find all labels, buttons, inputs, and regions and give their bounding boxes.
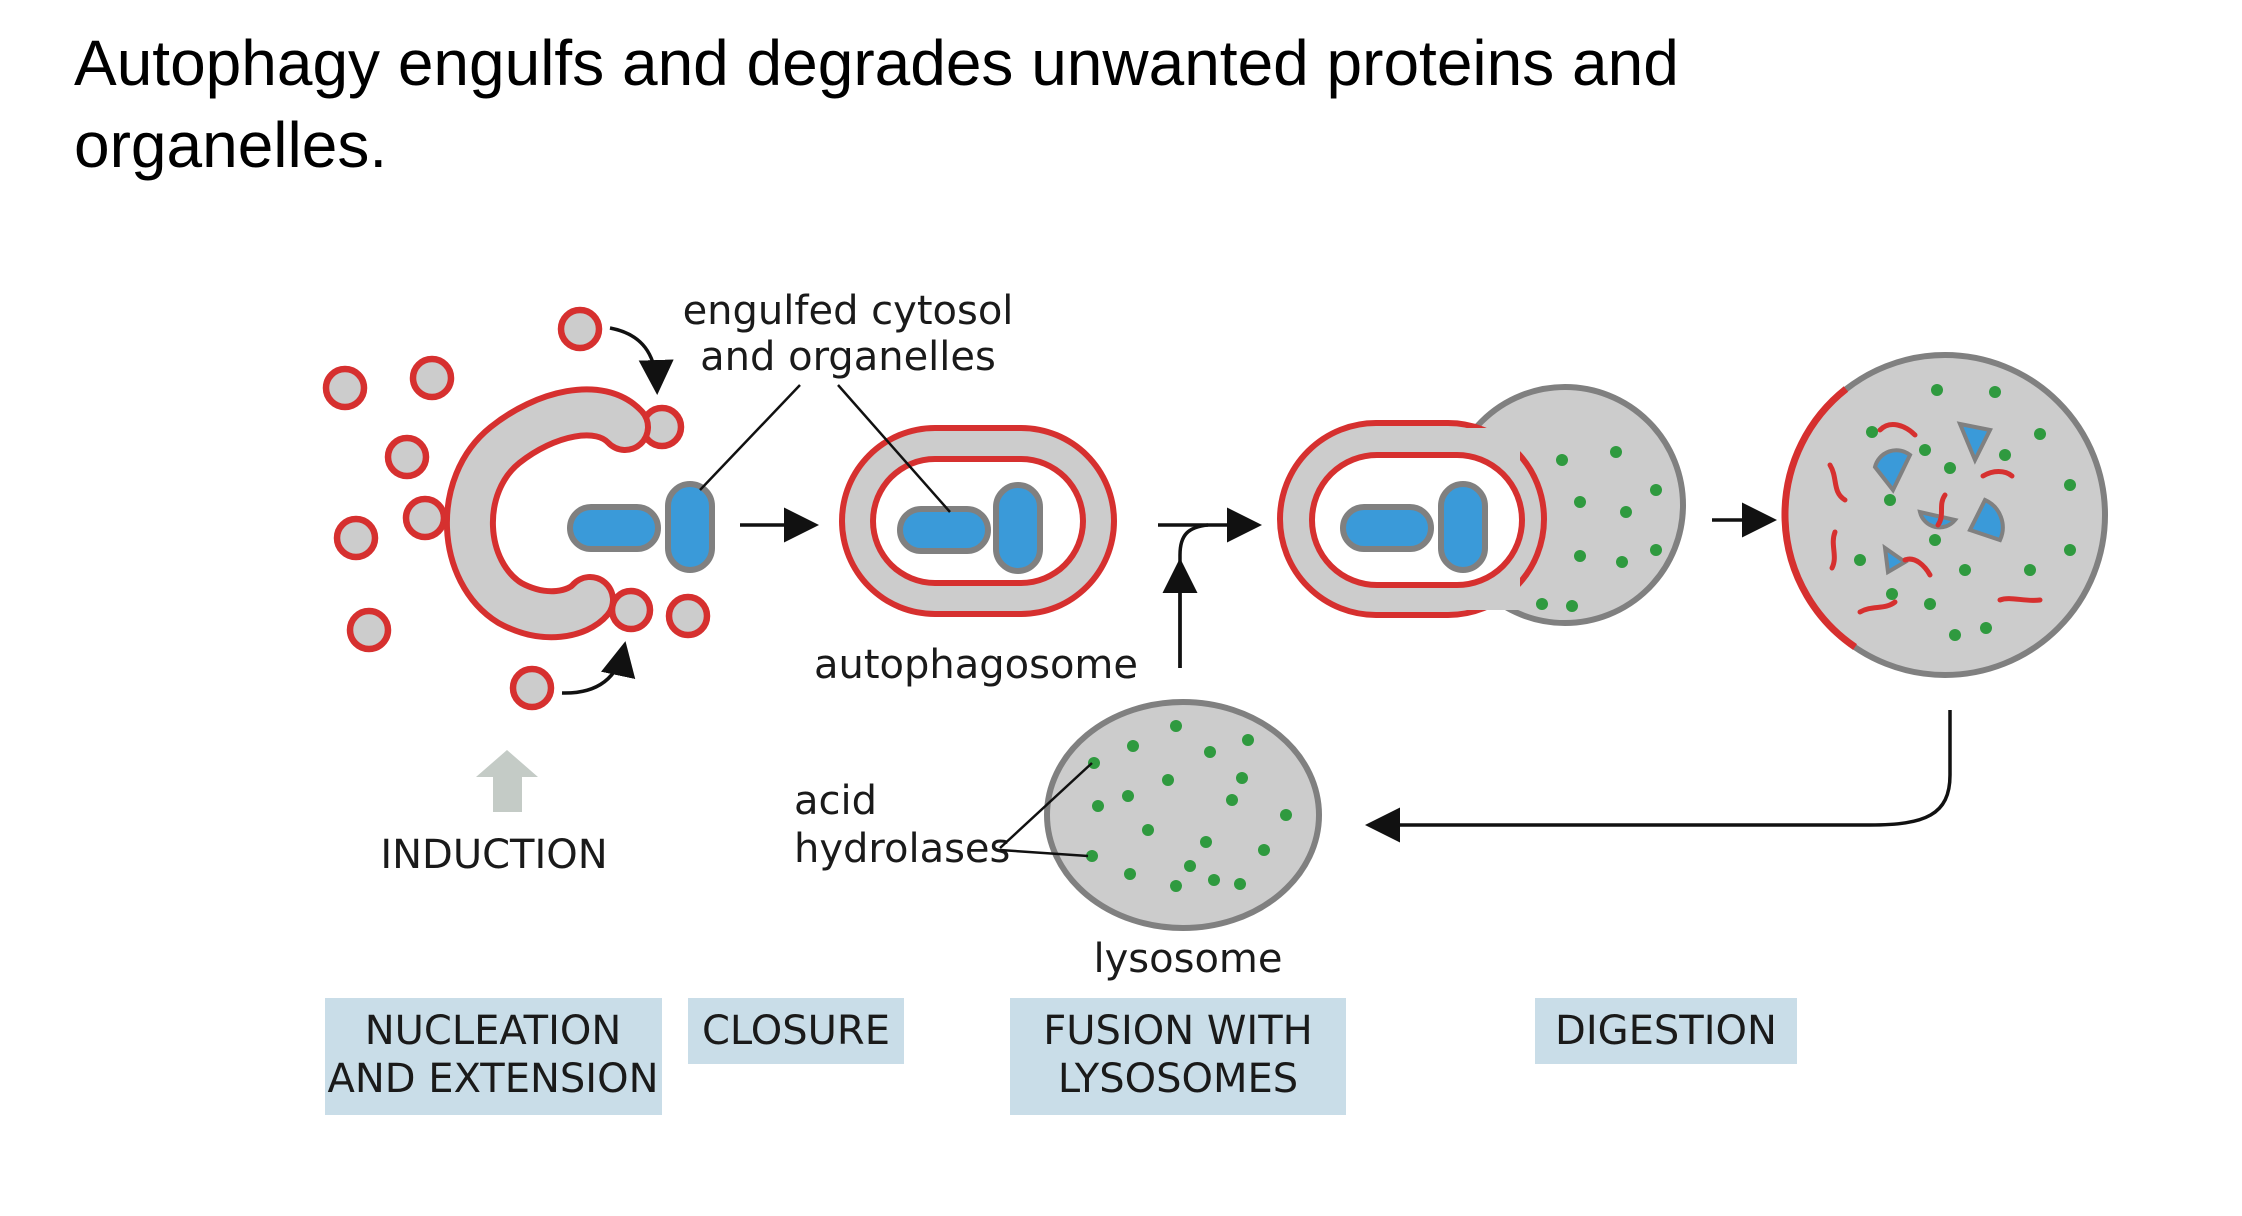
acid-hydrolases: [1854, 384, 2076, 641]
engulfed-pointer: [837, 384, 951, 513]
organelle: [1340, 504, 1434, 552]
vesicle: [402, 495, 448, 541]
hydrolase-pointer: [999, 848, 1089, 858]
stage-label-line-1: DIGESTION: [1555, 1008, 1777, 1054]
stage-box-nucleation: NUCLEATION AND EXTENSION: [325, 998, 662, 1115]
engulfed-label-line-1: engulfed cytosol: [683, 288, 1014, 334]
stage-label-line-2: AND EXTENSION: [328, 1056, 659, 1102]
recycle-arrow: [1365, 710, 1952, 843]
autolysosome: [1781, 352, 2108, 678]
engulfed-pointer: [699, 384, 801, 491]
vesicle: [333, 515, 379, 561]
stage-label-line-2: LYSOSOMES: [1058, 1056, 1298, 1102]
vesicle-arrow-top: [609, 326, 674, 395]
title-line-2: organelles.: [74, 109, 388, 181]
engulfed-label-line-2: and organelles: [700, 334, 996, 380]
organelle: [1438, 481, 1488, 573]
vesicle: [409, 355, 455, 401]
organelle: [567, 504, 661, 552]
phagophore: [443, 386, 651, 641]
hydrolase-pointer: [999, 762, 1093, 849]
organelle: [993, 482, 1043, 574]
acid-label-line-2: hydrolases: [794, 826, 1010, 872]
lysosome-label: lysosome: [1094, 936, 1283, 982]
stage-box-digestion: DIGESTION: [1535, 998, 1797, 1064]
organelle: [665, 481, 715, 573]
slide-title: Autophagy engulfs and degrades unwanted …: [74, 22, 2074, 186]
autophagosome: [839, 425, 1117, 617]
fusing-autolysosome: [1277, 384, 1686, 626]
stage-box-closure: CLOSURE: [688, 998, 904, 1064]
vesicle: [346, 607, 392, 653]
acid-hydrolases: [1536, 446, 1662, 612]
acid-hydrolases: [1086, 720, 1292, 892]
autophagosome-label: autophagosome: [814, 642, 1138, 688]
vesicle: [665, 593, 711, 639]
lysosome: [1044, 699, 1322, 931]
vesicle: [384, 434, 430, 480]
induction-arrow: [476, 750, 538, 812]
lysosome-input-arrow: [1178, 523, 1209, 668]
stage-label-line-1: CLOSURE: [702, 1008, 890, 1054]
induction-label: INDUCTION: [380, 832, 607, 878]
stage-label-line-1: NUCLEATION: [365, 1008, 622, 1054]
stage-label-line-1: FUSION WITH: [1043, 1008, 1312, 1054]
acid-label-line-1: acid: [794, 778, 877, 824]
title-line-1: Autophagy engulfs and degrades unwanted …: [74, 27, 1679, 99]
organelle: [897, 506, 991, 554]
degraded-organelle-fragments: [1872, 421, 2005, 576]
vesicle: [608, 587, 654, 633]
membrane-fragments: [1827, 422, 2043, 615]
vesicle: [509, 665, 555, 711]
vesicle-arrow-bottom: [561, 641, 636, 695]
vesicle: [322, 365, 368, 411]
stage-box-fusion: FUSION WITH LYSOSOMES: [1010, 998, 1346, 1115]
free-vesicles: [322, 306, 711, 711]
vesicle: [557, 306, 603, 352]
